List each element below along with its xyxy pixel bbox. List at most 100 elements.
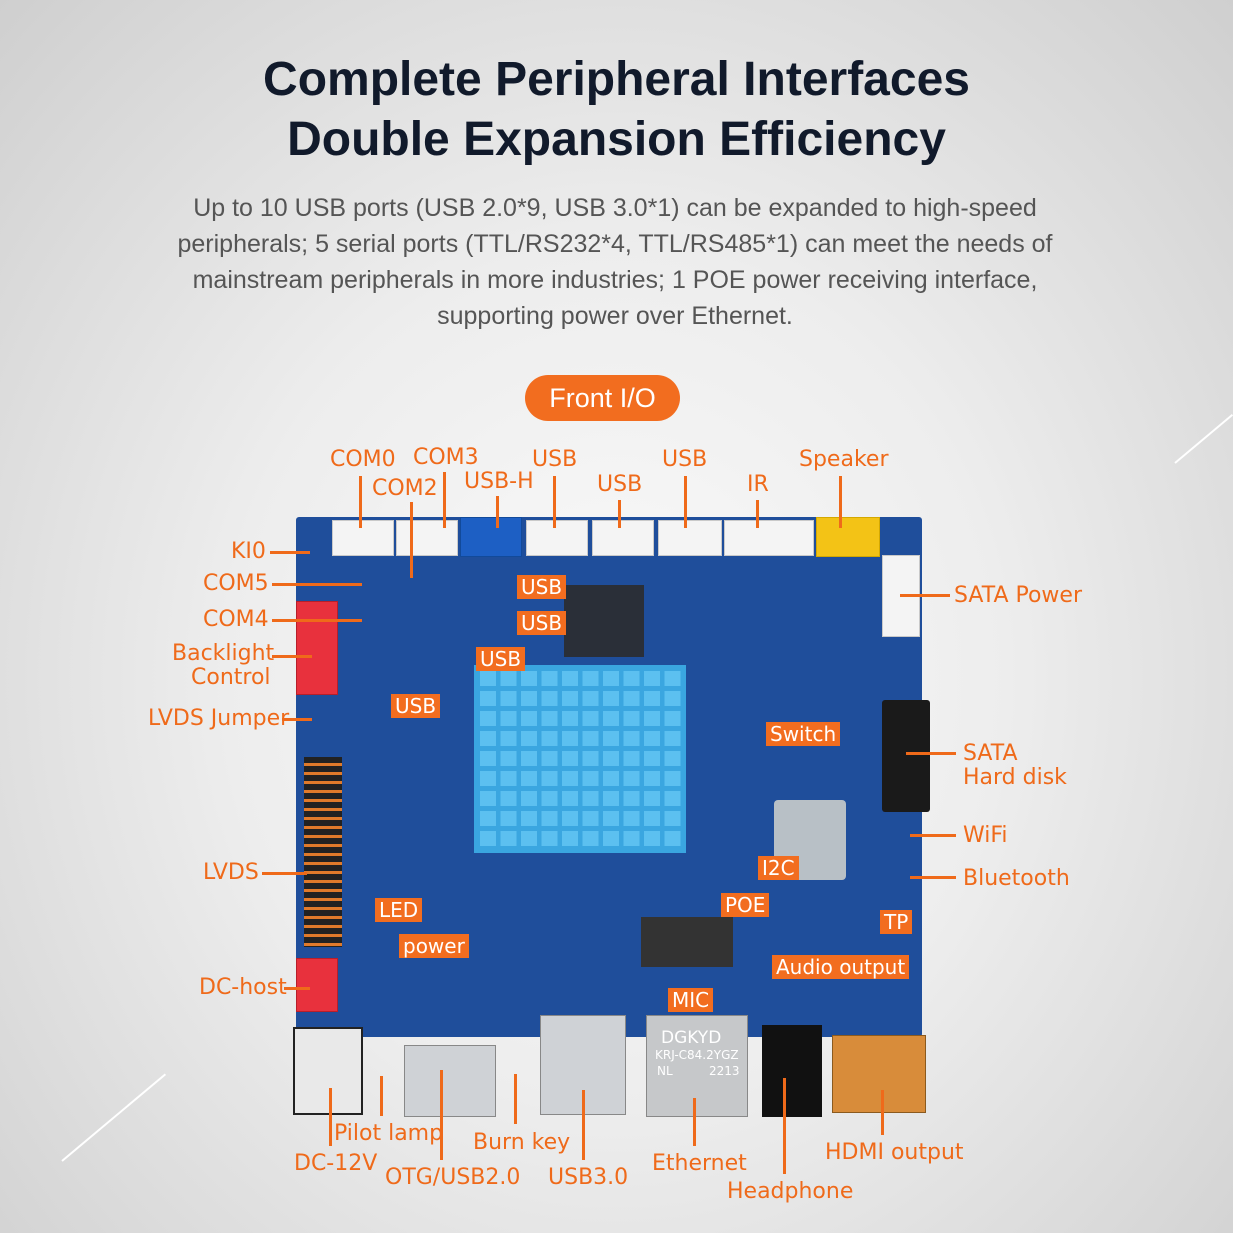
heatsink-fin: [480, 711, 496, 726]
heatsink-fin: [623, 691, 640, 706]
heatsink-fin: [664, 731, 681, 746]
leader-com2: [410, 502, 413, 578]
heatsink-fin: [541, 791, 558, 806]
heatsink-fin: [480, 671, 496, 686]
page-title-line1: Complete Peripheral Interfaces: [263, 53, 970, 106]
board-image: DGKYD KRJ-C84.2YGZ NL 2213: [293, 517, 930, 1117]
decor-line-left: [61, 1073, 167, 1162]
heatsink-fin: [582, 771, 599, 786]
heatsink-fin: [521, 731, 537, 746]
heatsink-fin: [500, 751, 517, 766]
heatsink-fin: [582, 691, 599, 706]
heatsink-fin: [541, 751, 558, 766]
heatsink-fin: [521, 811, 537, 826]
tag-poe: POE: [721, 893, 770, 917]
heatsink-fin: [664, 791, 681, 806]
heatsink-fin: [562, 791, 578, 806]
label-pilot-lamp: Pilot lamp: [334, 1121, 444, 1146]
heatsink-fin: [500, 691, 517, 706]
heatsink-fin: [644, 751, 660, 766]
leader-dc-host: [284, 987, 310, 990]
heatsink-fin: [562, 671, 578, 686]
tag-usb-1: USB: [517, 575, 567, 599]
label-wifi: WiFi: [963, 823, 1008, 848]
usb-connector-2: [592, 520, 654, 556]
ir-connector: [724, 520, 814, 556]
heatsink-fin: [603, 791, 619, 806]
lvds-header: [304, 757, 342, 947]
heatsink-fin: [623, 711, 640, 726]
heatsink-fin: [541, 711, 558, 726]
leader-usb30: [582, 1090, 585, 1160]
heatsink-fin: [623, 831, 640, 846]
heatsink-fin: [521, 711, 537, 726]
heatsink-fin: [603, 771, 619, 786]
heatsink-fin: [644, 711, 660, 726]
heatsink-fin: [603, 711, 619, 726]
label-backlight-2: Control: [191, 665, 271, 690]
leader-otg: [440, 1070, 443, 1160]
heatsink-fin: [582, 751, 599, 766]
sata-connector: [882, 700, 930, 812]
leader-com5: [272, 583, 362, 586]
label-hdmi: HDMI output: [825, 1140, 964, 1165]
heatsink-fin: [480, 691, 496, 706]
heatsink-fin: [582, 831, 599, 846]
heatsink-fin: [562, 691, 578, 706]
heatsink-fin: [500, 831, 517, 846]
ethernet-port: DGKYD KRJ-C84.2YGZ NL 2213: [646, 1015, 748, 1117]
label-lvds-jumper: LVDS Jumper: [148, 706, 290, 731]
leader-com3: [443, 472, 446, 528]
heatsink-fin: [521, 751, 537, 766]
leader-headphone: [783, 1078, 786, 1174]
leader-kio: [270, 551, 310, 554]
label-ir: IR: [747, 472, 769, 497]
heatsink-fin: [480, 751, 496, 766]
heatsink-fin: [562, 811, 578, 826]
heatsink-fin: [500, 791, 517, 806]
leader-com4: [272, 619, 362, 622]
label-kio: KI0: [231, 539, 266, 564]
label-backlight-1: Backlight: [172, 641, 275, 666]
heatsink-fin: [603, 671, 619, 686]
heatsink-fin: [521, 791, 537, 806]
label-usb-h: USB-H: [464, 469, 534, 494]
rj45-code-text: 2213: [709, 1064, 740, 1078]
leader-hdmi: [881, 1090, 884, 1135]
heatsink-fin: [664, 751, 681, 766]
hdmi-port: [832, 1035, 926, 1113]
usb-connector-3: [658, 520, 722, 556]
heatsink-fin: [603, 811, 619, 826]
label-bluetooth: Bluetooth: [963, 866, 1070, 891]
leader-sata-power: [900, 594, 950, 597]
label-dc12v: DC-12V: [294, 1151, 378, 1176]
leader-ethernet: [693, 1098, 696, 1146]
leader-com0: [359, 476, 362, 528]
leader-usb-top-1: [553, 476, 556, 528]
tag-usb-2: USB: [517, 611, 567, 635]
label-dc-host: DC-host: [199, 975, 287, 1000]
tag-i2c: I2C: [758, 856, 799, 880]
heatsink-fin: [541, 811, 558, 826]
leader-wifi: [910, 834, 956, 837]
heatsink-fin: [541, 831, 558, 846]
backlight-connector: [296, 601, 338, 695]
heatsink-fin: [582, 811, 599, 826]
heatsink-fin: [562, 751, 578, 766]
heatsink-fin: [562, 771, 578, 786]
tag-led: LED: [375, 898, 423, 922]
heatsink-fin: [623, 731, 640, 746]
ethernet-chip: [641, 917, 733, 967]
heatsink-fin: [644, 691, 660, 706]
tag-audio-output: Audio output: [772, 955, 910, 979]
description: Up to 10 USB ports (USB 2.0*9, USB 3.0*1…: [177, 194, 1053, 330]
heatsink-fin: [644, 731, 660, 746]
leader-usb-top-2: [618, 500, 621, 528]
heatsink-fin: [480, 811, 496, 826]
heatsink-fin: [541, 671, 558, 686]
label-otg: OTG/USB2.0: [385, 1165, 521, 1190]
heatsink-fin: [644, 791, 660, 806]
heatsink-fin: [623, 671, 640, 686]
rj45-brand-text: DGKYD: [661, 1028, 722, 1048]
leader-usb-top-3: [684, 476, 687, 528]
